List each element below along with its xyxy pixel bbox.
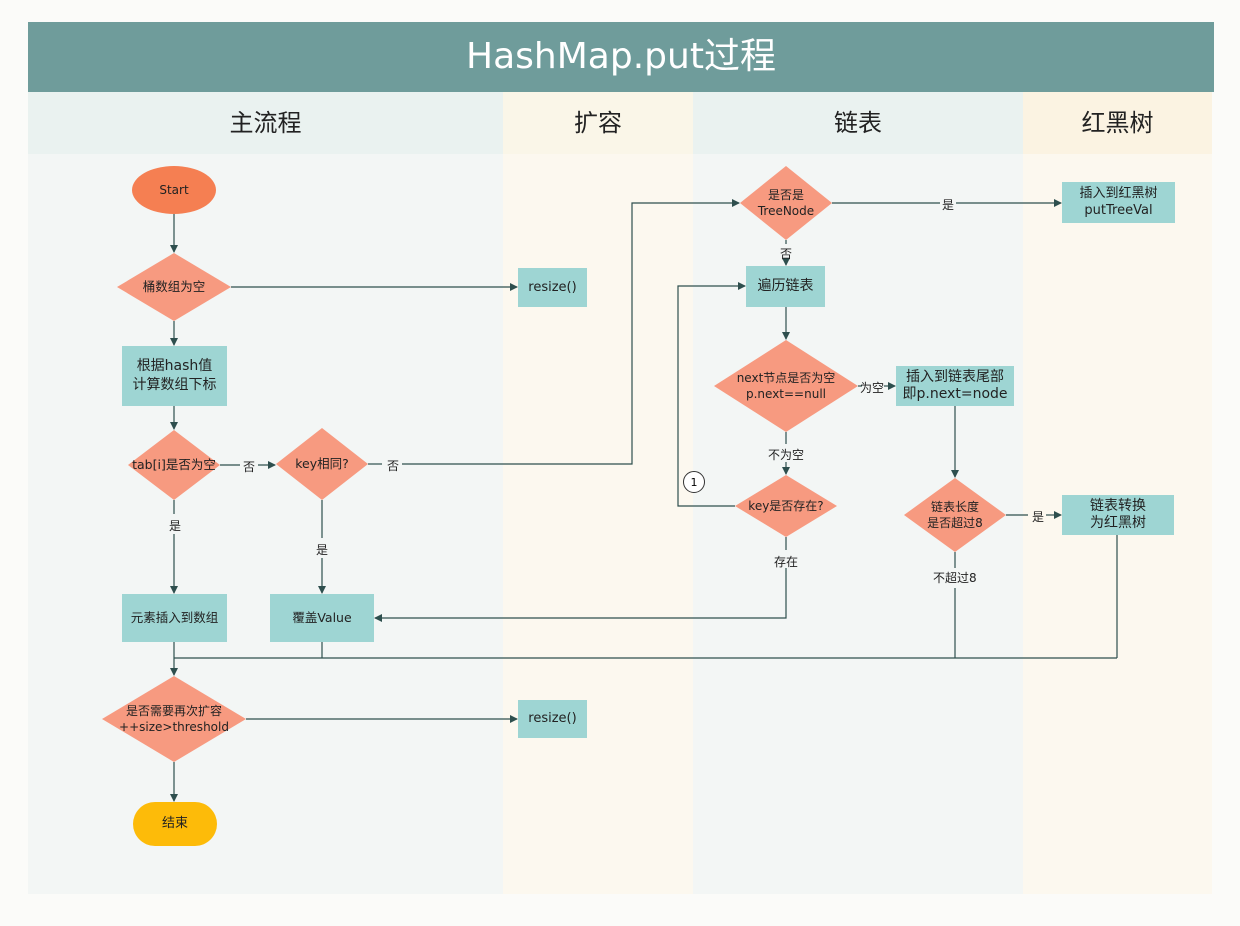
edge-label-next-null-yes: 为空 bbox=[860, 381, 885, 395]
need-resize-decision: 是否需要再次扩容 ++size>threshold bbox=[119, 703, 229, 734]
lane-tree: 红黑树 bbox=[1023, 92, 1212, 894]
lane-resize: 扩容 bbox=[503, 92, 693, 894]
is-treenode-decision: 是否是 TreeNode bbox=[757, 187, 815, 218]
edge-label-tab-yes: 是 bbox=[169, 519, 182, 533]
edge-label-tree-yes: 是 bbox=[942, 198, 955, 212]
calc-index-node: 根据hash值 计算数组下标 bbox=[122, 346, 227, 406]
key-same-decision: key相同? bbox=[295, 455, 349, 471]
edge-label-tab-no: 否 bbox=[243, 460, 256, 474]
end-node: 结束 bbox=[161, 816, 188, 832]
edge-label-exists: 存在 bbox=[774, 555, 799, 569]
loop-marker: 1 bbox=[683, 471, 705, 493]
edge-label-key-yes: 是 bbox=[316, 543, 329, 557]
resize-node-2: resize() bbox=[518, 700, 587, 738]
bucket-empty-decision: 桶数组为空 bbox=[142, 278, 206, 294]
to-tree-node: 链表转换 为红黑树 bbox=[1062, 495, 1174, 535]
edge-label-over8-yes: 是 bbox=[1032, 510, 1045, 524]
start-node: Start bbox=[159, 182, 189, 197]
next-null-shape bbox=[714, 340, 858, 432]
key-same-shape bbox=[276, 428, 368, 500]
bucket-empty-shape bbox=[117, 253, 231, 321]
traverse-list-node: 遍历链表 bbox=[746, 266, 825, 307]
next-null-decision: next节点是否为空 p.next==null bbox=[736, 370, 836, 401]
is-treenode-shape bbox=[740, 166, 832, 240]
list-length-shape bbox=[904, 478, 1006, 552]
resize-node-1: resize() bbox=[518, 268, 587, 307]
edge-label-over8-no: 不超过8 bbox=[933, 571, 977, 585]
lane-main: 主流程 bbox=[28, 92, 503, 894]
lane-list-header: 链表 bbox=[693, 92, 1023, 154]
edge-label-key-no: 否 bbox=[387, 459, 400, 473]
key-exists-shape bbox=[735, 475, 837, 537]
lane-resize-header: 扩容 bbox=[503, 92, 693, 154]
key-exists-decision: key是否存在? bbox=[748, 498, 824, 513]
lane-main-header: 主流程 bbox=[28, 92, 503, 154]
list-length-decision: 链表长度 是否超过8 bbox=[927, 499, 983, 530]
end-node-shape bbox=[133, 802, 217, 846]
insert-array-node: 元素插入到数组 bbox=[122, 594, 227, 642]
insert-tree-node: 插入到红黑树 putTreeVal bbox=[1062, 182, 1175, 223]
edge-label-tree-no: 否 bbox=[780, 247, 793, 261]
page-title: HashMap.put过程 bbox=[28, 22, 1214, 92]
override-value-node: 覆盖Value bbox=[270, 594, 374, 642]
start-node-shape bbox=[132, 166, 216, 214]
need-resize-shape bbox=[102, 676, 246, 762]
lane-tree-header: 红黑树 bbox=[1023, 92, 1212, 154]
tab-empty-shape bbox=[128, 430, 220, 500]
insert-tail-node: 插入到链表尾部 即p.next=node bbox=[896, 366, 1014, 406]
tab-empty-decision: tab[i]是否为空 bbox=[132, 456, 216, 472]
edge-label-next-null-no: 不为空 bbox=[768, 448, 805, 462]
